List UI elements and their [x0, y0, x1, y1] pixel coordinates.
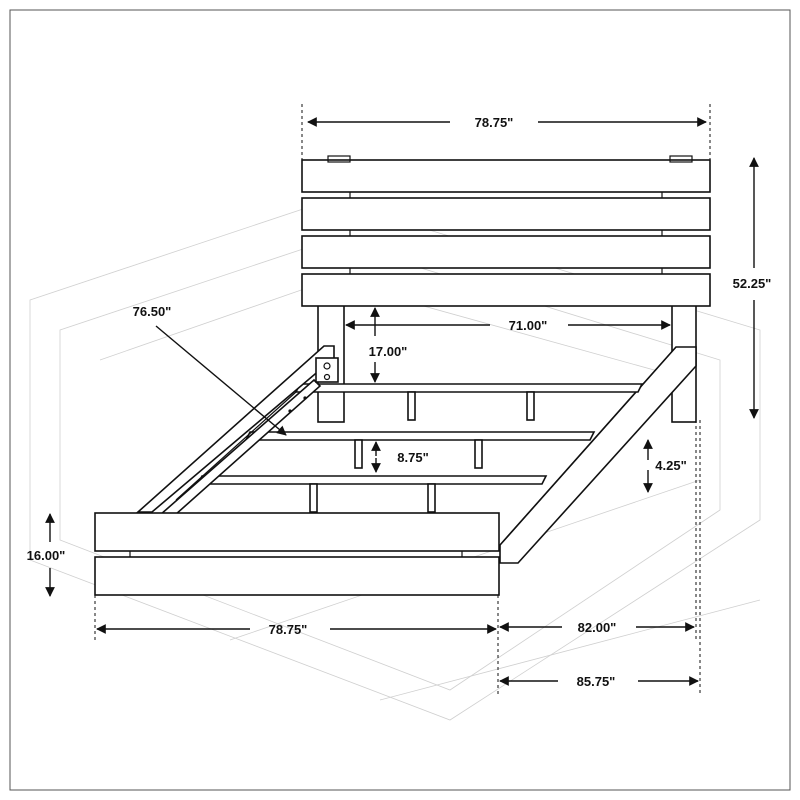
headboard-panel-4 [301, 273, 711, 307]
slat-1 [294, 383, 644, 393]
dim-footboard-width: 78.75" [96, 622, 497, 637]
headboard-panel-2 [301, 197, 711, 231]
label-side-rail-length: 76.50" [133, 304, 172, 319]
dim-overall-length: 85.75" [499, 674, 699, 689]
slat-2 [244, 431, 596, 441]
label-rail-height: 4.25" [655, 458, 686, 473]
dim-rail-height: 4.25" [643, 439, 687, 493]
label-footboard-width: 78.75" [269, 622, 308, 637]
label-footboard-height: 16.00" [27, 548, 66, 563]
label-slat-support-height: 8.75" [397, 450, 428, 465]
dim-inner-length: 82.00" [499, 620, 695, 635]
dim-footboard-height: 16.00" [27, 513, 66, 597]
dim-overall-height: 52.25" [733, 157, 772, 419]
left-side-rail [135, 345, 339, 516]
label-inner-width: 71.00" [509, 318, 548, 333]
dim-side-rail-length: 76.50" [133, 304, 287, 436]
label-overall-length: 85.75" [577, 674, 616, 689]
diagram-border [9, 9, 791, 791]
dim-clearance-height: 17.00" [369, 307, 408, 383]
label-inner-length: 82.00" [578, 620, 617, 635]
rail-bracket [315, 357, 339, 383]
label-headboard-width: 78.75" [475, 115, 514, 130]
dim-headboard-width: 78.75" [307, 115, 707, 130]
footboard [94, 512, 500, 596]
label-clearance-height: 17.00" [369, 344, 408, 359]
slats [196, 383, 644, 513]
dim-inner-width: 71.00" [345, 318, 671, 333]
label-overall-height: 52.25" [733, 276, 772, 291]
extension-lines [94, 104, 711, 695]
headboard-panel-3 [301, 235, 711, 269]
dim-slat-support-height: 8.75" [371, 441, 429, 473]
footboard-bottom-panel [94, 556, 500, 596]
footboard-top-panel [94, 512, 500, 552]
headboard-panel-1 [301, 159, 711, 193]
slat-3 [196, 475, 548, 485]
right-side-rail [499, 346, 697, 564]
